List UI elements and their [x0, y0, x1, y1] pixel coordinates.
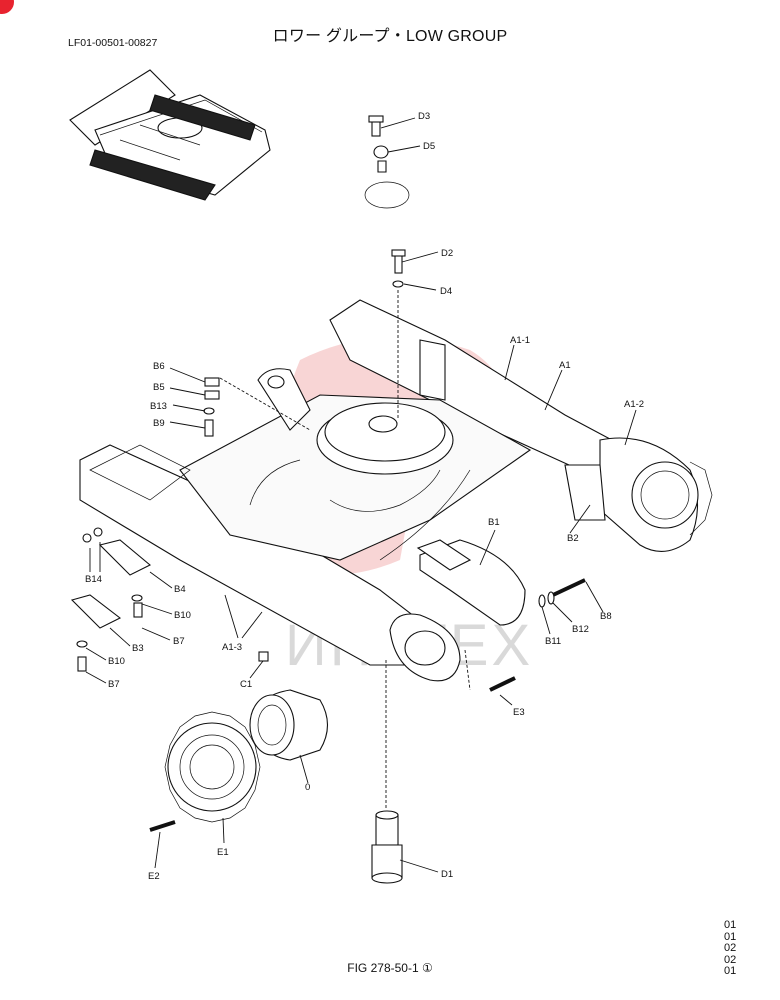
- callout-a1: A1: [559, 360, 571, 371]
- callout-b4: B4: [174, 584, 186, 595]
- callout-d2: D2: [441, 248, 453, 259]
- callout-b11: B11: [545, 636, 561, 647]
- callout-0: 0: [305, 782, 310, 793]
- callout-b7-lower: B7: [108, 679, 120, 690]
- callout-d3: D3: [418, 111, 430, 122]
- revision-code: 01: [724, 965, 737, 978]
- page-title: ロワー グループ・LOW GROUP: [272, 28, 508, 45]
- callout-b8: B8: [600, 611, 612, 622]
- callout-d5: D5: [423, 141, 435, 152]
- callout-e3: E3: [513, 707, 525, 718]
- callout-a1-3: A1-3: [222, 642, 242, 653]
- swivel-hardware: [364, 115, 421, 209]
- figure-number: FIG 278-50-1 ①: [347, 961, 433, 975]
- callout-e2: E2: [148, 871, 160, 882]
- document-number: LF01-00501-00827: [68, 37, 158, 49]
- callout-d1: D1: [441, 869, 453, 880]
- callout-b9: B9: [153, 418, 165, 429]
- travel-motor: [249, 689, 329, 761]
- callout-b7-upper: B7: [173, 636, 185, 647]
- revision-code: 01: [724, 919, 737, 931]
- revision-code: 02: [724, 953, 737, 966]
- callout-b2: B2: [567, 533, 579, 544]
- callout-b6: B6: [153, 361, 165, 372]
- machine-thumbnail: [69, 69, 271, 201]
- callout-a1-2: A1-2: [624, 399, 644, 410]
- callout-b13: B13: [150, 401, 167, 412]
- callout-b3: B3: [132, 643, 144, 654]
- callout-labels: D3 D5 D2 D4 A1-1 A1 A1-2 B6 B5 B13 B9 B1…: [85, 111, 644, 882]
- leader-lines: [85, 251, 637, 873]
- sprocket: [164, 711, 261, 823]
- callout-a1-1: A1-1: [510, 335, 530, 346]
- revision-code: 02: [724, 942, 737, 955]
- callout-d4: D4: [440, 286, 452, 297]
- callout-b10-lower: B10: [108, 656, 125, 667]
- revision-codes: 01 01 02 02 01: [724, 919, 754, 978]
- callout-b1: B1: [488, 517, 500, 528]
- callout-b10-upper: B10: [174, 610, 191, 621]
- callout-e1: E1: [217, 847, 229, 858]
- covers: [70, 539, 526, 629]
- revision-code: 01: [724, 930, 737, 943]
- swivel-joint: [371, 810, 403, 884]
- callout-b14: B14: [85, 574, 102, 585]
- lower-frame: [79, 299, 713, 682]
- bolts: [76, 249, 586, 832]
- callout-b5: B5: [153, 382, 165, 393]
- callout-b12: B12: [572, 624, 589, 635]
- callout-c1: C1: [240, 679, 252, 690]
